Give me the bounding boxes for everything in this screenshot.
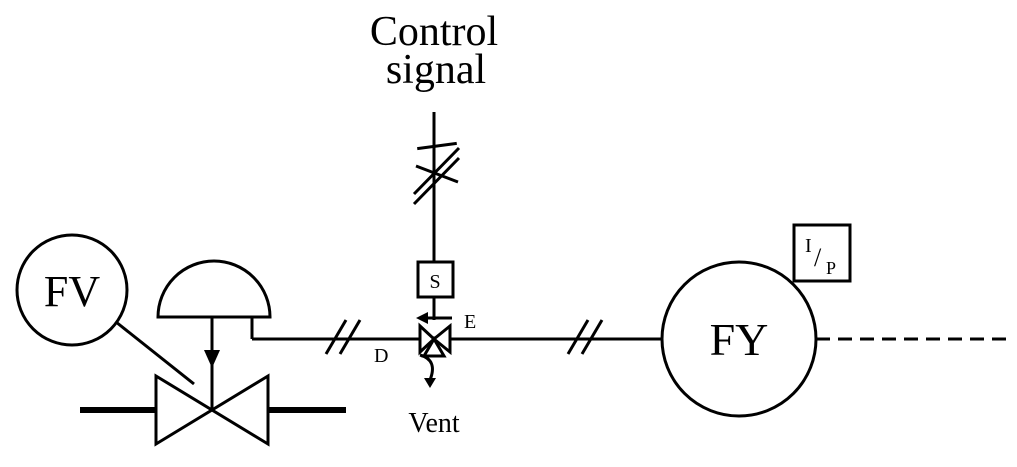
control-signal-label-line1: Control [370, 9, 498, 55]
port-e-label: E [464, 311, 476, 333]
fv-label: FV [44, 267, 100, 316]
vent-label: Vent [408, 408, 460, 439]
pneumatic-signal-symbol-right [566, 319, 604, 355]
flow-arrow-e [416, 312, 452, 324]
fv-instrument-bubble [15, 233, 129, 347]
ip-label-slash: / [814, 243, 822, 272]
actuator-stem-arrow [204, 350, 220, 368]
fy-label: FY [710, 314, 769, 365]
electric-signal-symbol [412, 141, 461, 206]
ip-label-i: I [805, 235, 812, 257]
ip-converter-box [792, 223, 852, 283]
solenoid-label: S [429, 271, 440, 293]
three-way-valve [418, 322, 452, 358]
pneumatic-signal-symbol-left [324, 319, 362, 355]
valve-body [154, 373, 270, 447]
fv-leader-line [115, 320, 195, 386]
ip-label-p: P [826, 258, 836, 278]
diaphragm-actuator [156, 259, 272, 319]
vent-arrow-d [419, 353, 436, 388]
control-signal-label-line2: signal [386, 47, 486, 93]
port-d-label: D [374, 345, 388, 367]
